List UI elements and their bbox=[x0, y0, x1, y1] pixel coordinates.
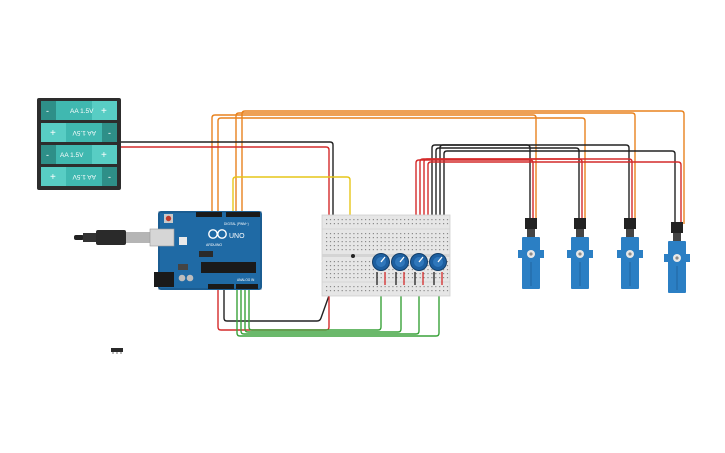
cell-plus: + bbox=[101, 150, 107, 161]
header-top-right bbox=[226, 212, 260, 217]
wires bbox=[118, 110, 685, 337]
header-power bbox=[208, 284, 234, 289]
battery-cell-1: - AA 1.5V + bbox=[41, 101, 117, 120]
brand-label: ARDUINO bbox=[206, 243, 222, 247]
wire-black-gnd[interactable] bbox=[223, 289, 332, 322]
potentiometers bbox=[372, 253, 447, 285]
servo-1[interactable] bbox=[518, 218, 544, 289]
header-analog bbox=[236, 284, 258, 289]
battery-cell-4: + AA 1.5V - bbox=[41, 167, 117, 186]
cell-minus: - bbox=[46, 150, 49, 160]
arduino-uno[interactable]: ARDUINO UNO DIGITAL (PWM~) ANALOG IN bbox=[149, 211, 262, 290]
wire-green-a2[interactable] bbox=[244, 285, 402, 333]
battery-cell-2: + AA 1.5V - bbox=[41, 123, 117, 142]
wire-orange-1[interactable] bbox=[211, 114, 537, 220]
cell-minus: - bbox=[46, 106, 49, 116]
wire-servo-red-1[interactable] bbox=[415, 159, 534, 222]
cell-minus: - bbox=[108, 172, 111, 182]
servos bbox=[518, 218, 690, 293]
battery-cell-3: - AA 1.5V + bbox=[41, 145, 117, 164]
cell-plus: + bbox=[50, 172, 56, 183]
small-component[interactable] bbox=[111, 348, 123, 354]
cell-label: AA 1.5V bbox=[72, 173, 96, 180]
wire-servo-black-3[interactable] bbox=[439, 144, 630, 222]
wire-yellow[interactable] bbox=[232, 176, 351, 255]
header-top-left bbox=[196, 212, 222, 217]
wire-orange-2[interactable] bbox=[217, 117, 586, 220]
cell-plus: + bbox=[50, 128, 56, 139]
digital-label: DIGITAL (PWM~) bbox=[224, 222, 249, 226]
wire-orange-3[interactable] bbox=[235, 112, 636, 220]
cell-label: AA 1.5V bbox=[60, 152, 84, 159]
wire-orange-4[interactable] bbox=[241, 110, 685, 224]
power-jack bbox=[154, 272, 174, 287]
cell-label: AA 1.5V bbox=[72, 129, 96, 136]
wire-battery-black[interactable] bbox=[118, 141, 334, 218]
wire-red-5v[interactable] bbox=[217, 290, 330, 331]
cell-minus: - bbox=[108, 128, 111, 138]
crystal bbox=[179, 237, 187, 245]
atmega-chip bbox=[201, 262, 256, 273]
wire-green-a1[interactable] bbox=[240, 285, 420, 335]
potentiometer-2[interactable] bbox=[391, 253, 409, 271]
servo-4[interactable] bbox=[664, 222, 690, 293]
wire-servo-black-2[interactable] bbox=[435, 147, 580, 222]
wire-green-a3[interactable] bbox=[248, 285, 382, 331]
potentiometer-4[interactable] bbox=[429, 253, 447, 271]
wire-servo-black-4[interactable] bbox=[443, 150, 676, 224]
wire-servo-red-4[interactable] bbox=[427, 161, 682, 224]
usb-port bbox=[149, 228, 175, 247]
breadboard-jumper-point bbox=[351, 254, 355, 258]
regulator bbox=[178, 264, 188, 270]
capacitor-2 bbox=[186, 274, 194, 282]
reset-button-cap bbox=[165, 215, 172, 222]
cell-label: AA 1.5V bbox=[70, 108, 94, 115]
servo-3[interactable] bbox=[617, 218, 643, 289]
arduino-logo: ARDUINO UNO bbox=[206, 229, 245, 247]
uno-label: UNO bbox=[229, 233, 245, 240]
potentiometer-1[interactable] bbox=[372, 253, 390, 271]
analog-label: ANALOG IN bbox=[237, 278, 255, 282]
wire-servo-black-1[interactable] bbox=[431, 144, 531, 222]
potentiometer-3[interactable] bbox=[410, 253, 428, 271]
cell-plus: + bbox=[101, 106, 107, 117]
icsp-header bbox=[199, 251, 213, 257]
wire-green-a0[interactable] bbox=[236, 285, 440, 337]
wire-servo-red-3[interactable] bbox=[423, 158, 633, 222]
battery-pack[interactable]: - AA 1.5V + + AA 1.5V - - AA 1.5V + + AA… bbox=[37, 98, 121, 190]
servo-2[interactable] bbox=[567, 218, 593, 289]
capacitor-1 bbox=[178, 274, 186, 282]
wire-battery-red[interactable] bbox=[118, 146, 330, 218]
